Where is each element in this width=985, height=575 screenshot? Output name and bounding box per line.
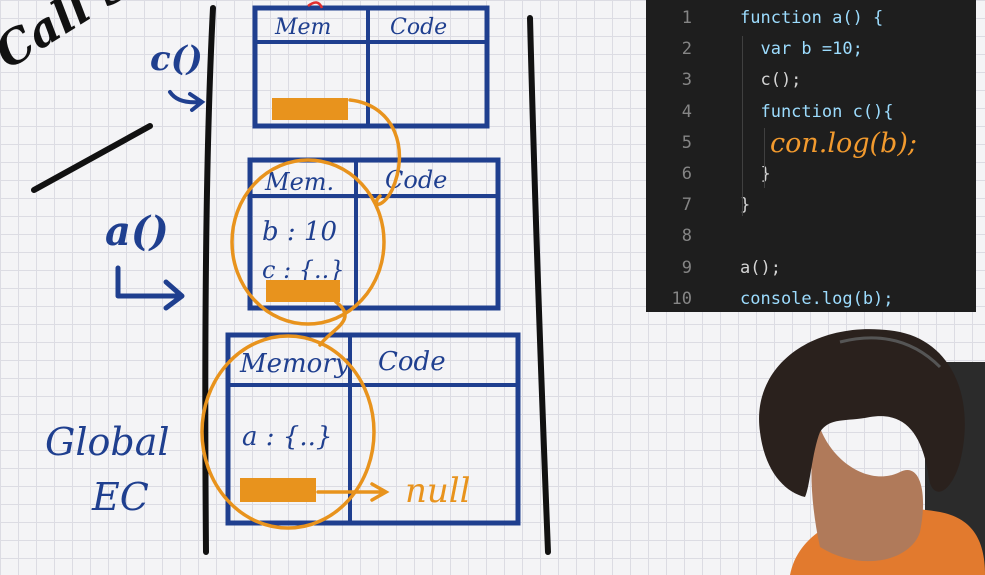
code-line: 1 function a() { [646,3,976,34]
context-a-entry-b: b : 10 [262,217,337,247]
person-webcam-icon [759,329,985,575]
global-ec-label-line2: EC [91,475,149,519]
context-c-lexical-env-block [272,98,348,120]
code-line: 7} [646,190,976,221]
line-number: 5 [681,132,692,153]
execution-context-a: Mem. Code b : 10 c : {..} [247,157,501,311]
line-number: 4 [681,101,692,122]
indent-guide [742,36,743,216]
context-c-code-header: Code [390,15,447,40]
scope-arrow-a-to-global [318,300,347,347]
call-stack-underline [31,123,153,193]
scope-arrow-global-to-null [316,482,390,502]
c-call-label: c() [150,39,203,79]
context-global-box [225,332,521,526]
code-text: console.log(b); [740,288,894,309]
code-text: } [740,195,751,216]
execution-context-c: Mem Code [252,5,490,129]
code-line: 4 function c(){ [646,97,976,128]
scope-circle-global [200,334,376,530]
context-global-lexical-env-block [240,478,316,502]
code-line: 3 c(); [646,65,976,96]
code-text: var b =10; [740,39,863,60]
line-number: 9 [681,257,692,278]
null-label: null [405,471,471,511]
context-a-lexical-env-block [266,280,340,302]
context-global-memory-header: Memory [239,349,350,379]
context-global-entry-a: a : {..} [242,422,332,452]
execution-context-global: Memory Code a : {..} [225,332,521,526]
line-number: 7 [681,195,692,216]
code-line: 10 console.log(b); [646,284,976,315]
code-line: 8 [646,221,976,252]
context-a-entry-c: c : {..} [262,256,345,284]
line-number: 10 [671,288,692,309]
code-text: c(); [740,70,802,91]
code-line: 6 } [646,159,976,190]
code-line: 9 a(); [646,253,976,284]
pointer-mark-icon [307,1,324,9]
line-number: 1 [681,8,692,28]
context-a-box [247,157,501,311]
code-text: function a() { [740,8,884,28]
scope-circle-a [230,158,386,326]
code-line: 5 [646,128,976,159]
code-line: 2 var b =10; [646,34,976,65]
lexical-scope-chain [200,98,402,530]
code-text: } [740,163,771,184]
code-text: function c(){ [740,101,894,122]
presenter-webcam [750,322,985,575]
code-editor-panel: 1 function a() { 2 var b =10; 3 c(); 4 fu… [646,0,976,312]
context-global-code-header: Code [378,347,446,377]
global-ec-label-line1: Global [45,420,170,464]
context-c-memory-header: Mem [274,15,331,40]
a-call-label: a() [105,208,169,255]
line-number: 8 [681,226,692,247]
line-number: 6 [681,163,692,184]
handwritten-code-annotation: con.log(b); [770,128,917,159]
line-number: 2 [681,39,692,60]
line-number: 3 [681,70,692,91]
code-text: a(); [740,257,781,278]
context-c-box [252,5,490,129]
call-stack-label: Call Stack [0,0,236,193]
context-a-memory-header: Mem. [264,168,334,196]
indent-guide [764,128,765,188]
a-call-arrow-icon [115,265,185,311]
c-call-arrow-icon [168,90,206,112]
